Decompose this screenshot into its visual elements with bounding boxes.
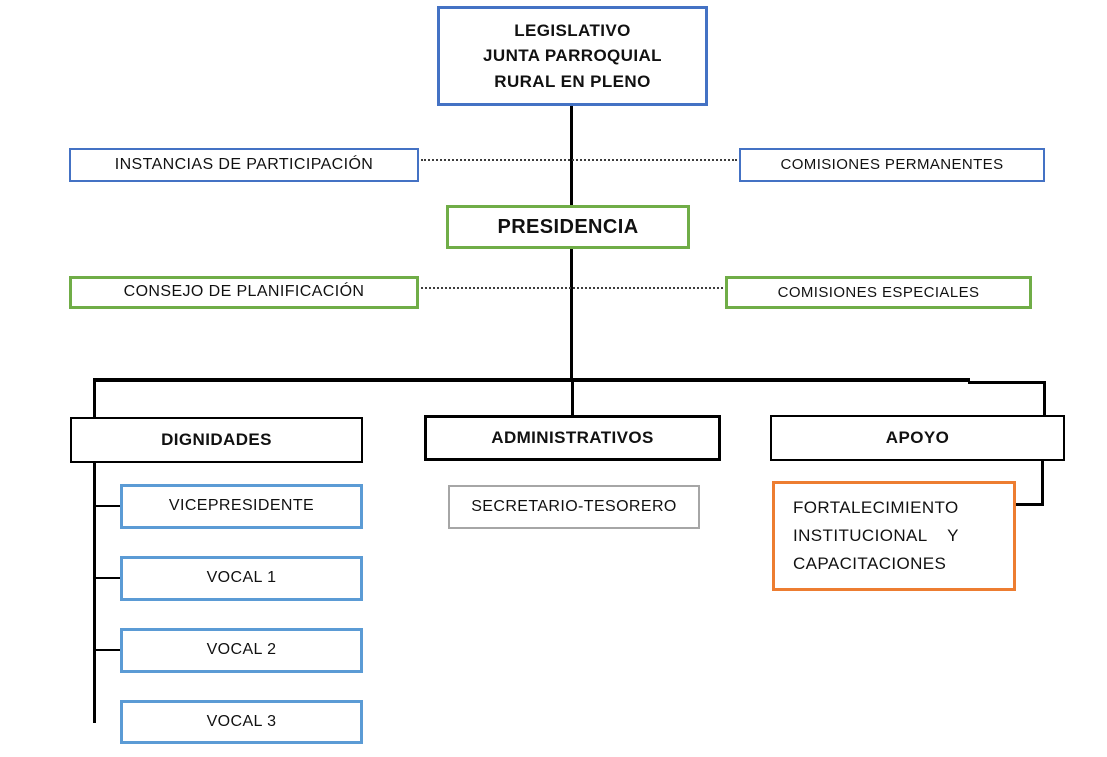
connector-trunk-lower-line <box>570 249 573 380</box>
connector-apoyo-elbow-horizontal-line <box>1016 503 1044 506</box>
connector-branch-horizontal-line <box>93 378 970 382</box>
connector-stub-vocal-1-line <box>95 577 120 579</box>
connector-apoyo-elbow-vertical-line <box>1041 460 1044 506</box>
node-apoyo: APOYO <box>770 415 1065 461</box>
node-secretario-tesorero: SECRETARIO-TESORERO <box>448 485 700 529</box>
administrativos-label: ADMINISTRATIVOS <box>491 427 654 447</box>
node-fortalecimiento-institucional: FORTALECIMIENTO INSTITUCIONAL Y CAPACITA… <box>772 481 1016 591</box>
node-legislativo-junta-parroquial: LEGISLATIVO JUNTA PARROQUIAL RURAL EN PL… <box>437 6 708 106</box>
node-consejo-planificacion: CONSEJO DE PLANIFICACIÓN <box>69 276 419 309</box>
node-vicepresidente: VICEPRESIDENTE <box>120 484 363 529</box>
comisiones-especiales-label: COMISIONES ESPECIALES <box>777 283 980 301</box>
dotted-link-instancias-comisiones <box>421 159 737 161</box>
node-comisiones-especiales: COMISIONES ESPECIALES <box>725 276 1032 309</box>
comisiones-permanentes-label: COMISIONES PERMANENTES <box>780 156 1004 174</box>
connector-branch-horizontal-ext-line <box>968 381 1046 384</box>
vicepresidente-label: VICEPRESIDENTE <box>168 497 315 515</box>
connector-drop-administrativos-line <box>571 381 574 416</box>
connector-trunk-upper-line <box>570 106 573 206</box>
connector-stub-vocal-2-line <box>95 649 120 651</box>
node-vocal-1: VOCAL 1 <box>120 556 363 601</box>
connector-drop-dignidades-line <box>93 381 96 418</box>
instancias-label: INSTANCIAS DE PARTICIPACIÓN <box>114 155 374 173</box>
fortalecimiento-line-3: CAPACITACIONES <box>793 554 947 573</box>
node-vocal-2: VOCAL 2 <box>120 628 363 673</box>
node-administrativos: ADMINISTRATIVOS <box>424 415 721 461</box>
presidencia-label: PRESIDENCIA <box>497 216 639 238</box>
node-instancias-participacion: INSTANCIAS DE PARTICIPACIÓN <box>69 148 419 182</box>
secretario-tesorero-label: SECRETARIO-TESORERO <box>471 497 677 515</box>
node-presidencia: PRESIDENCIA <box>446 205 690 249</box>
vocal-3-label: VOCAL 3 <box>206 712 277 730</box>
vocal-1-label: VOCAL 1 <box>206 569 277 587</box>
fortalecimiento-line-2: INSTITUCIONAL Y <box>793 526 959 545</box>
connector-drop-apoyo-line <box>1043 383 1046 416</box>
fortalecimiento-line-1: FORTALECIMIENTO <box>793 498 959 517</box>
dignidades-label: DIGNIDADES <box>161 429 272 449</box>
legislativo-line-2: JUNTA PARROQUIAL <box>483 46 662 66</box>
node-vocal-3: VOCAL 3 <box>120 700 363 744</box>
consejo-planificacion-label: CONSEJO DE PLANIFICACIÓN <box>123 283 365 301</box>
dotted-link-consejo-comisiones <box>421 287 723 289</box>
connector-dignidades-spine-line <box>93 462 96 723</box>
node-dignidades: DIGNIDADES <box>70 417 363 463</box>
legislativo-line-3: RURAL EN PLENO <box>494 71 651 91</box>
legislativo-line-1: LEGISLATIVO <box>514 20 631 40</box>
apoyo-label: APOYO <box>885 427 950 447</box>
vocal-2-label: VOCAL 2 <box>206 641 277 659</box>
connector-stub-vicepresidente-line <box>95 505 120 507</box>
node-comisiones-permanentes: COMISIONES PERMANENTES <box>739 148 1045 182</box>
